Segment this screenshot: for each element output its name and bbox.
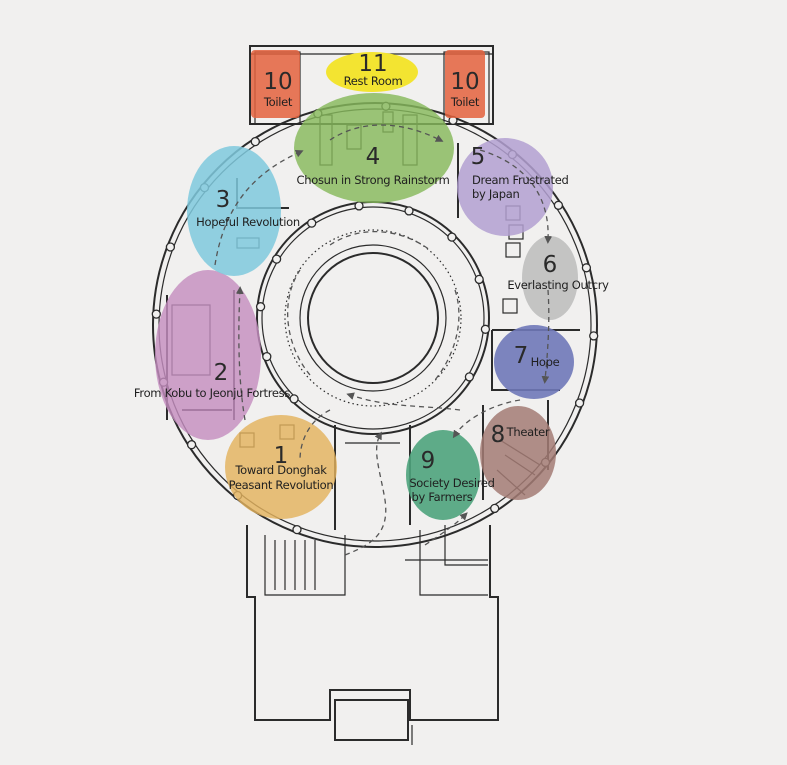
zone-6-area[interactable] <box>522 236 578 320</box>
zone-6-name: Everlasting Outcry <box>507 278 609 292</box>
zone-10-right-area[interactable] <box>445 50 485 118</box>
column <box>165 242 176 252</box>
zone-9-area[interactable] <box>406 430 480 520</box>
column <box>151 309 161 319</box>
zone-1-area[interactable] <box>225 415 337 519</box>
column <box>581 263 592 273</box>
zone-9-label: 9 Society Desired by Farmers <box>409 448 495 504</box>
column <box>292 524 302 535</box>
zone-labels: 1 Toward Donghak Peasant Revolution 2 Fr… <box>134 51 610 504</box>
zone-2-number: 2 <box>214 360 229 386</box>
zone-7-area[interactable] <box>494 325 574 399</box>
zone-10-left-name: Toilet <box>263 95 293 109</box>
zone-1-name: Toward Donghak <box>234 463 327 477</box>
zone-10-right-number: 10 <box>450 69 479 95</box>
zone-4-area[interactable] <box>294 93 454 203</box>
zone-10-left-label: 10 Toilet <box>263 69 293 109</box>
exhibit-zones <box>155 50 578 520</box>
zone-10-right-label: 10 Toilet <box>450 69 480 109</box>
zone-9-number: 9 <box>421 448 436 474</box>
column <box>474 274 484 285</box>
zone-5-name: by Japan <box>472 187 519 201</box>
zone-4-name: Chosun in Strong Rainstorm <box>296 173 449 187</box>
zone-7-label: 7 Hope <box>514 343 560 369</box>
zone-8-area[interactable] <box>480 406 556 500</box>
zone-4-label: 4 Chosun in Strong Rainstorm <box>296 144 449 187</box>
zone-11-label: 11 Rest Room <box>344 51 403 88</box>
column <box>464 372 475 382</box>
zone-8-name: Theater <box>506 425 550 439</box>
column <box>574 398 585 408</box>
zone-11-name: Rest Room <box>344 74 403 88</box>
zone-10-left-number: 10 <box>263 69 292 95</box>
zone-8-label: 8 Theater <box>491 422 551 448</box>
zone-7-name: Hope <box>531 355 560 369</box>
column <box>404 206 414 216</box>
column <box>589 331 599 341</box>
zone-5-area[interactable] <box>457 138 553 236</box>
zone-3-area[interactable] <box>187 146 281 276</box>
column <box>307 218 317 228</box>
zone-4-number: 4 <box>366 144 381 170</box>
zone-10-left-area[interactable] <box>251 50 300 118</box>
zone-10-right-name: Toilet <box>450 95 480 109</box>
column <box>490 503 500 514</box>
zone-5-number: 5 <box>471 144 486 170</box>
column <box>447 232 457 242</box>
zone-6-label: 6 Everlasting Outcry <box>507 252 609 292</box>
zone-11-area[interactable] <box>326 52 418 92</box>
column <box>553 200 564 210</box>
zone-3-number: 3 <box>216 187 231 213</box>
column <box>250 136 260 147</box>
zone-1-label: 1 Toward Donghak Peasant Revolution <box>229 443 334 492</box>
zone-5-name: Dream Frustrated <box>472 173 568 187</box>
column <box>289 394 299 404</box>
zone-7-number: 7 <box>514 343 529 369</box>
zone-6-number: 6 <box>543 252 558 278</box>
column <box>186 440 197 450</box>
zone-11-number: 11 <box>358 51 387 77</box>
column <box>255 302 266 312</box>
column <box>480 324 491 334</box>
zone-2-area[interactable] <box>155 270 261 440</box>
zone-9-name: by Farmers <box>412 490 473 504</box>
column <box>354 201 364 211</box>
column <box>262 351 272 362</box>
zone-3-label: 3 Hopeful Revolution <box>196 187 300 229</box>
zone-5-label: 5 Dream Frustrated by Japan <box>471 144 569 201</box>
column <box>271 254 282 264</box>
zone-1-name: Peasant Revolution <box>229 478 334 492</box>
zone-8-number: 8 <box>491 422 506 448</box>
visitor-route <box>214 124 553 556</box>
zone-2-label: 2 From Kobu to Jeonju Fortress <box>134 360 291 400</box>
zone-2-name: From Kobu to Jeonju Fortress <box>134 386 290 400</box>
zone-3-name: Hopeful Revolution <box>196 215 300 229</box>
zone-1-number: 1 <box>274 443 289 469</box>
zone-9-name: Society Desired <box>409 476 494 490</box>
